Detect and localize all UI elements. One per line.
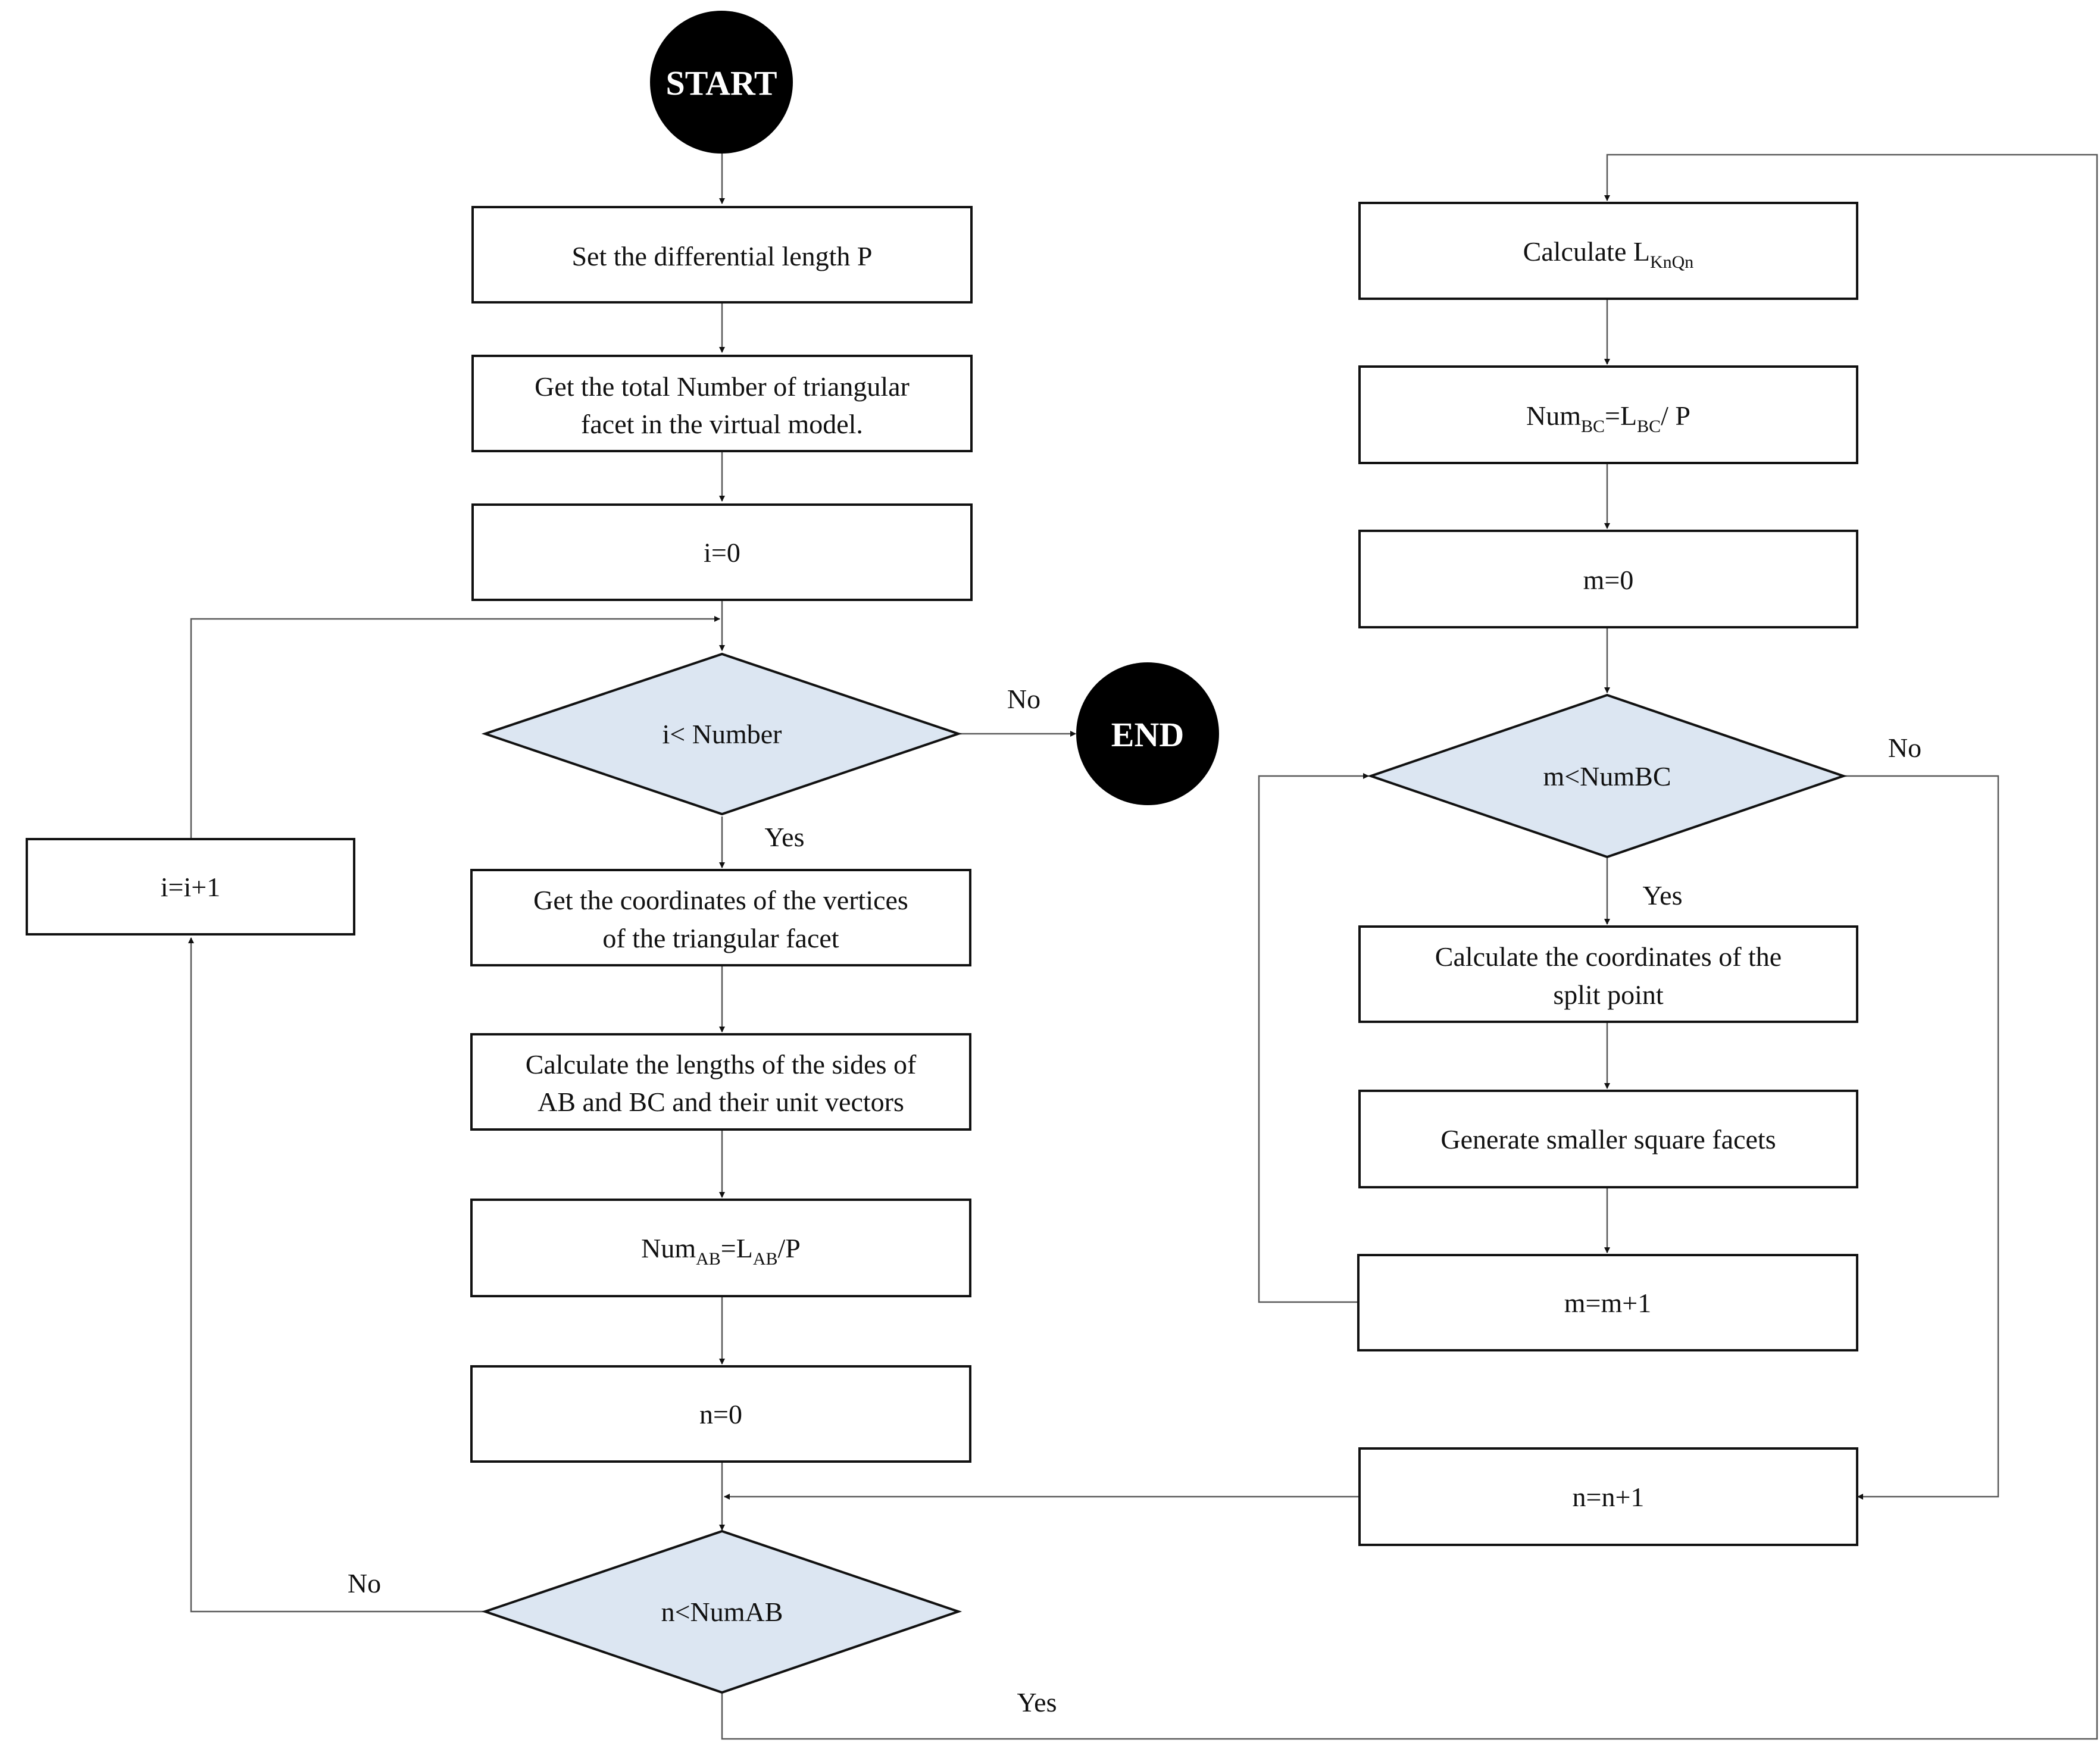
num-bc-sub1: BC [1581, 417, 1605, 436]
end-label: END [1111, 715, 1184, 754]
num-ab-tail: /P [778, 1233, 801, 1263]
get-number-box [471, 355, 973, 452]
m-incr-text: m=m+1 [1564, 1288, 1651, 1318]
get-coords-box [470, 869, 971, 966]
m-incr-box [1357, 1254, 1858, 1351]
calc-l-base: Calculate L [1523, 236, 1650, 267]
num-ab-mid: =L [721, 1233, 753, 1263]
calc-l-step: Calculate LKnQn [1358, 202, 1858, 300]
i-cond-yes-label: Yes [765, 822, 805, 852]
num-ab-step: NumAB=LAB/P [470, 1199, 971, 1297]
end-terminal: END [1076, 662, 1219, 805]
arrow-m-incr-to-m-cond [1258, 773, 1369, 1303]
calc-split-box [1358, 925, 1858, 1023]
start-label: START [665, 64, 777, 102]
get-coords-text-line2: of the triangular facet [602, 923, 839, 953]
i-cond-decision: i< Number [481, 652, 962, 816]
n-incr-box [1358, 1447, 1858, 1546]
calc-split-text-line2: split point [1553, 980, 1664, 1010]
num-bc-tail: / P [1661, 401, 1690, 431]
num-ab-sub1: AB [696, 1249, 721, 1269]
i-init-box [471, 503, 973, 601]
calc-split-text-line1: Calculate the coordinates of the [1435, 941, 1782, 972]
arrow-n-cond-yes-to-calc-l [721, 154, 2098, 1740]
calc-l-box [1358, 202, 1858, 300]
i-cond-no-label: No [1007, 684, 1040, 714]
calc-lengths-text-line2: AB and BC and their unit vectors [538, 1087, 904, 1117]
num-bc-sub2: BC [1637, 417, 1661, 436]
m-cond-no-label: No [1888, 733, 1921, 763]
num-ab-base1: Num [641, 1233, 696, 1263]
i-init-step: i=0 [471, 503, 973, 601]
gen-facets-step: Generate smaller square facets [1358, 1090, 1858, 1188]
m-init-text: m=0 [1583, 565, 1634, 595]
m-incr-step: m=m+1 [1357, 1254, 1858, 1351]
i-incr-step: i=i+1 [26, 838, 355, 935]
calc-lengths-box [470, 1033, 971, 1131]
connectors [188, 154, 2098, 1740]
num-ab-formula: NumAB=LAB/P [641, 1233, 801, 1269]
m-init-step: m=0 [1358, 530, 1858, 628]
set-p-text: Set the differential length P [571, 241, 872, 271]
num-ab-sub2: AB [753, 1249, 778, 1269]
i-incr-box [26, 838, 355, 935]
get-number-text-line1: Get the total Number of triangular [535, 371, 910, 402]
m-cond-text: m<NumBC [1543, 761, 1671, 791]
n-cond-text: n<NumAB [661, 1597, 783, 1627]
calc-lengths-text-line1: Calculate the lengths of the sides of [526, 1049, 917, 1080]
set-p-step: Set the differential length P [471, 206, 973, 304]
n-cond-yes-label: Yes [1017, 1687, 1057, 1717]
calc-l-sub: KnQn [1650, 252, 1693, 272]
n-init-box [470, 1365, 971, 1463]
get-coords-step: Get the coordinates of the vertices of t… [470, 869, 971, 966]
n-cond-diamond [481, 1529, 962, 1694]
i-cond-text: i< Number [662, 719, 782, 749]
get-number-step: Get the total Number of triangular facet… [471, 355, 973, 452]
num-ab-box [470, 1199, 971, 1297]
get-number-text-line2: facet in the virtual model. [581, 409, 863, 439]
n-cond-decision: n<NumAB [481, 1529, 962, 1694]
get-coords-text-line1: Get the coordinates of the vertices [533, 885, 908, 915]
n-init-text: n=0 [699, 1399, 742, 1429]
m-cond-diamond [1367, 693, 1848, 859]
num-bc-step: NumBC=LBC/ P [1358, 365, 1858, 464]
m-cond-yes-label: Yes [1643, 880, 1683, 911]
calc-split-step: Calculate the coordinates of the split p… [1358, 925, 1858, 1023]
gen-facets-text: Generate smaller square facets [1440, 1124, 1776, 1154]
num-bc-mid: =L [1605, 401, 1637, 431]
calc-l-formula: Calculate LKnQn [1523, 236, 1694, 272]
m-init-box [1358, 530, 1858, 628]
n-incr-text: n=n+1 [1573, 1482, 1645, 1512]
start-terminal: START [650, 11, 793, 154]
n-cond-no-label: No [348, 1568, 381, 1598]
num-bc-base1: Num [1526, 401, 1581, 431]
n-incr-step: n=n+1 [1358, 1447, 1858, 1546]
i-init-text: i=0 [704, 537, 740, 568]
start-circle [650, 11, 793, 154]
gen-facets-box [1358, 1090, 1858, 1188]
end-circle [1076, 662, 1219, 805]
set-p-box [471, 206, 973, 304]
arrow-n-cond-no-to-i-incr [188, 937, 485, 1613]
num-bc-formula: NumBC=LBC/ P [1526, 401, 1690, 436]
n-init-step: n=0 [470, 1365, 971, 1463]
arrow-i-incr-to-i-loop [190, 616, 720, 839]
num-bc-box [1358, 365, 1858, 464]
i-cond-diamond [481, 652, 962, 816]
m-cond-decision: m<NumBC [1367, 693, 1848, 859]
i-incr-text: i=i+1 [161, 872, 220, 902]
arrow-m-cond-no-to-n-incr [1843, 775, 1999, 1500]
calc-lengths-step: Calculate the lengths of the sides of AB… [470, 1033, 971, 1131]
